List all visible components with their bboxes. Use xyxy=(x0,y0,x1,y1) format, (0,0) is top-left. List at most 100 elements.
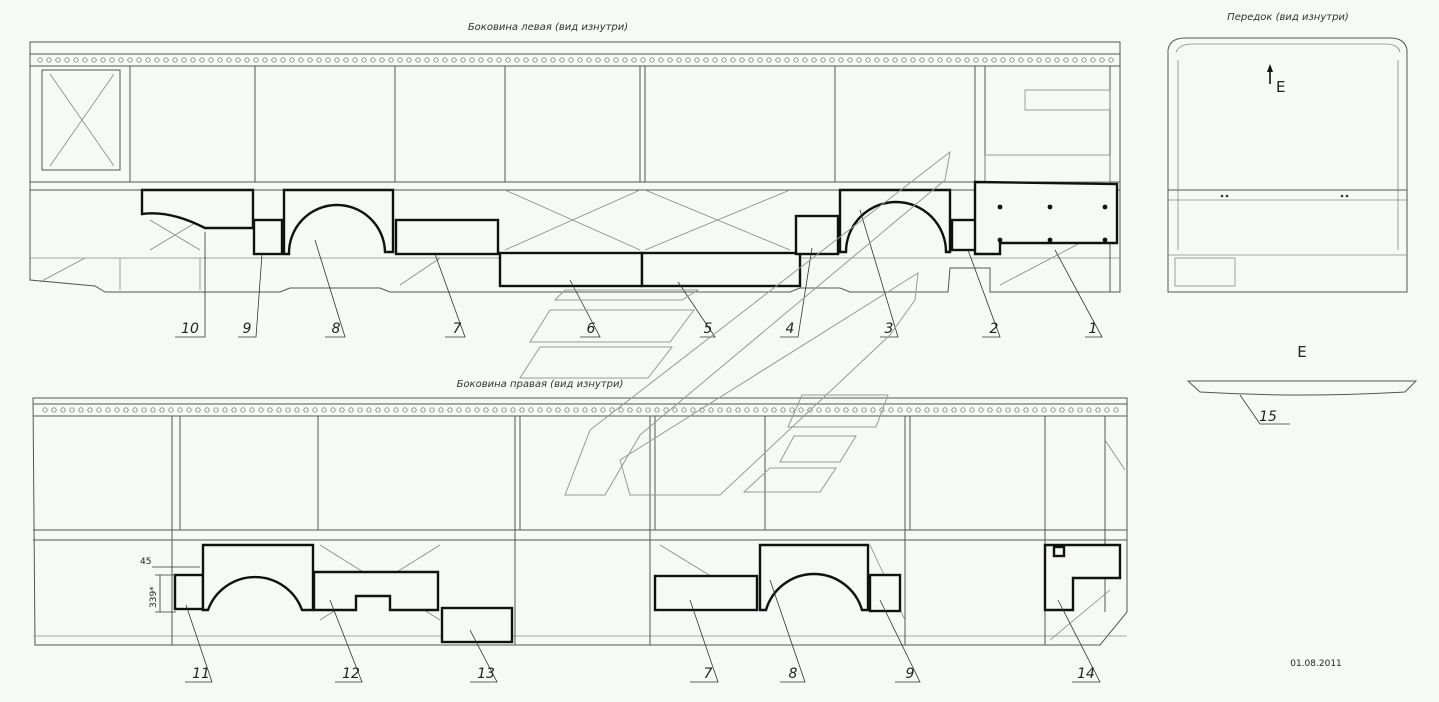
rivet-hole xyxy=(573,407,579,413)
section-profile xyxy=(1186,380,1418,396)
left-panel-9 xyxy=(252,218,284,256)
rivet-hole xyxy=(600,407,606,413)
rivet-hole xyxy=(199,57,205,63)
drawing-date: 01.08.2011 xyxy=(1290,659,1342,669)
rivet-hole xyxy=(366,407,372,413)
left-panel-6 xyxy=(498,251,644,288)
rivet-hole xyxy=(159,407,165,413)
rivet-hole xyxy=(915,407,921,413)
rivet-hole xyxy=(775,57,781,63)
rivet-hole xyxy=(703,57,709,63)
rivet-hole xyxy=(316,57,322,63)
rivet-hole xyxy=(681,407,687,413)
callout-8: 8 xyxy=(332,321,341,337)
rivet-hole xyxy=(865,57,871,63)
rivet-hole xyxy=(208,57,214,63)
rivet-hole xyxy=(1095,407,1101,413)
rivet-hole xyxy=(429,407,435,413)
rivet-hole xyxy=(748,57,754,63)
rivet-hole xyxy=(96,407,102,413)
rivet-hole xyxy=(141,407,147,413)
rivet-hole xyxy=(352,57,358,63)
rivet-hole xyxy=(744,407,750,413)
rivet-hole xyxy=(474,407,480,413)
rivet-hole xyxy=(874,57,880,63)
callout-14: 14 xyxy=(1077,666,1095,682)
rivet-hole xyxy=(469,57,475,63)
left-rivet-row xyxy=(37,57,1114,63)
rivet-hole xyxy=(1045,57,1051,63)
rivet-hole xyxy=(636,407,642,413)
rivet-hole xyxy=(838,57,844,63)
rivet-hole xyxy=(676,57,682,63)
rivet-hole xyxy=(667,57,673,63)
rivet-hole xyxy=(658,57,664,63)
rivet-hole xyxy=(186,407,192,413)
right-panel-8a xyxy=(201,543,315,612)
right-panel-11 xyxy=(173,573,205,611)
rivet-hole xyxy=(514,57,520,63)
rivet-hole xyxy=(784,57,790,63)
rivet-hole xyxy=(532,57,538,63)
rivet-hole xyxy=(132,407,138,413)
rivet-hole xyxy=(379,57,385,63)
rivet-hole xyxy=(609,407,615,413)
rivet-hole xyxy=(118,57,124,63)
rivet-hole xyxy=(244,57,250,63)
rivet-hole xyxy=(969,407,975,413)
rivet-hole xyxy=(960,407,966,413)
rivet-hole xyxy=(55,57,61,63)
rivet-hole xyxy=(627,407,633,413)
rivet-hole xyxy=(195,407,201,413)
rivet-hole xyxy=(483,407,489,413)
rivet-hole xyxy=(753,407,759,413)
rivet-hole xyxy=(789,407,795,413)
rivet-hole xyxy=(253,57,259,63)
rivet-hole xyxy=(847,57,853,63)
rivet-hole xyxy=(811,57,817,63)
rivet-hole xyxy=(739,57,745,63)
rivet-hole xyxy=(613,57,619,63)
callout-11: 11 xyxy=(192,666,210,682)
rivet-hole xyxy=(226,57,232,63)
rivet-hole xyxy=(64,57,70,63)
rivet-hole xyxy=(1005,407,1011,413)
rivet-hole xyxy=(406,57,412,63)
right-side-frame xyxy=(32,397,1128,646)
rivet-hole xyxy=(339,407,345,413)
rivet-hole xyxy=(276,407,282,413)
rivet-hole xyxy=(294,407,300,413)
rivet-hole xyxy=(924,407,930,413)
rivet-hole xyxy=(487,57,493,63)
rivet-hole xyxy=(150,407,156,413)
rivet-hole xyxy=(816,407,822,413)
rivet-hole xyxy=(910,57,916,63)
rivet-hole xyxy=(393,407,399,413)
rivet-hole xyxy=(843,407,849,413)
rivet-hole xyxy=(1059,407,1065,413)
left-callouts: 10 9 8 7 6 5 4 3 2 1 xyxy=(175,209,1103,338)
rivet-hole xyxy=(37,57,43,63)
callout-5: 5 xyxy=(704,321,713,337)
rivet-hole xyxy=(402,407,408,413)
rivet-hole xyxy=(1104,407,1110,413)
rivet-hole xyxy=(280,57,286,63)
rivet-hole xyxy=(861,407,867,413)
rivet-hole xyxy=(325,57,331,63)
rivet-hole xyxy=(964,57,970,63)
rivet-hole xyxy=(856,57,862,63)
rivet-hole xyxy=(258,407,264,413)
rivet-hole xyxy=(982,57,988,63)
rivet-hole xyxy=(802,57,808,63)
rivet-hole xyxy=(829,57,835,63)
rivet-hole xyxy=(870,407,876,413)
rivet-hole xyxy=(240,407,246,413)
rivet-hole xyxy=(757,57,763,63)
rivet-hole xyxy=(645,407,651,413)
rivet-hole xyxy=(708,407,714,413)
rivet-hole xyxy=(91,57,97,63)
right-panel-14-cutout xyxy=(1052,545,1066,558)
rivet-hole xyxy=(397,57,403,63)
right-side-title: Боковина правая (вид изнутри) xyxy=(457,379,624,390)
callout-13: 13 xyxy=(477,666,495,682)
